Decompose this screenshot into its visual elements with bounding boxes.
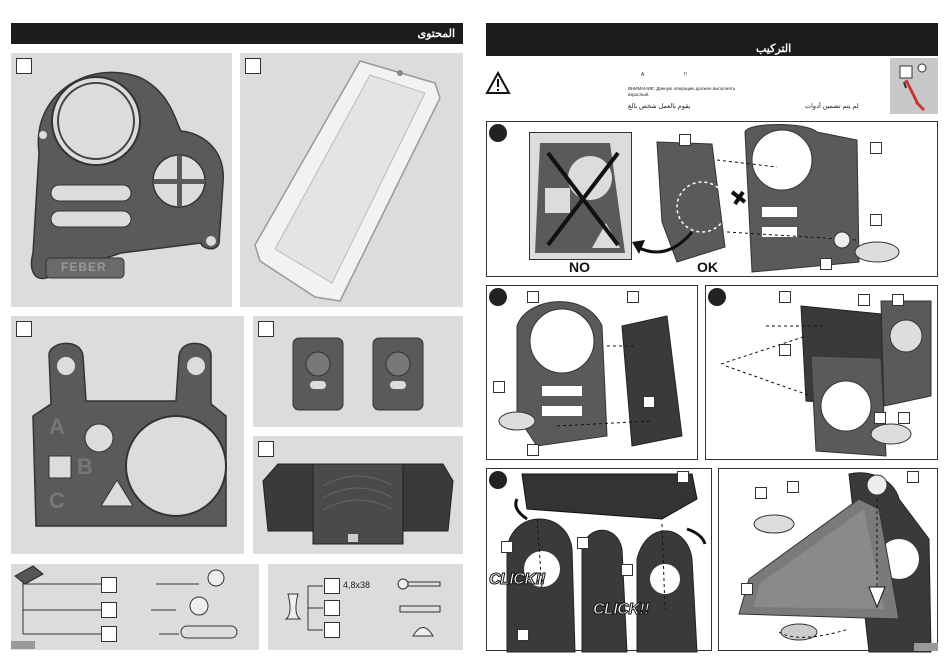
part-panel-slide <box>240 53 463 307</box>
logo-plate-text: FEBER <box>61 260 107 274</box>
abc-letter-c: C <box>49 488 65 514</box>
click-label-2: CLICK!! <box>593 601 649 619</box>
step-4-frame: CLICK!! CLICK!! <box>486 468 712 651</box>
step-3-part-box <box>892 294 904 306</box>
part-panel-platform <box>253 436 463 554</box>
step-3-part-box <box>779 291 791 303</box>
screw-size-label: 4,8x38 <box>343 580 370 590</box>
warning-russian: ВНИМАНИЕ: Данную операцию должен выполня… <box>628 86 738 98</box>
step-2-part-box <box>493 381 505 393</box>
part-panel-abc-board: A B C <box>11 316 244 554</box>
abc-board-illustration <box>11 316 244 554</box>
screw-hardware-illustration <box>268 564 463 650</box>
step-2-part-box <box>643 396 655 408</box>
step-5-illustration <box>719 469 939 652</box>
step-4-part-box <box>577 537 589 549</box>
step-3-part-box <box>779 344 791 356</box>
warning-small-a: A <box>641 72 644 78</box>
hardware-box-cap-nut <box>324 622 340 638</box>
hardware-panel-screws: 4,8x38 <box>268 564 463 650</box>
right-header-title: التركيب <box>756 42 791 55</box>
step-5-part-box <box>755 487 767 499</box>
step-2-part-box <box>527 444 539 456</box>
tools-icon-box <box>890 58 938 114</box>
step-3-part-box <box>898 412 910 424</box>
step-1-part-box <box>820 258 832 270</box>
right-page-tab <box>914 643 938 651</box>
frame-part-illustration <box>11 53 232 307</box>
hardware-box-dowel <box>324 600 340 616</box>
warning-small-b: !! <box>684 72 687 78</box>
screwdriver-icon <box>890 58 938 114</box>
step-1-part-box <box>679 134 691 146</box>
click-label-1: CLICK!! <box>489 571 545 589</box>
warning-triangle-icon <box>486 72 510 94</box>
step-4-part-box <box>517 629 529 641</box>
warning-arabic-right: لم يتم تضمين أدوات <box>805 102 859 110</box>
left-header-bar: المحتوى <box>11 23 463 44</box>
hardware-tree-lines <box>11 564 259 650</box>
step-4-part-box <box>501 541 513 553</box>
step-1-part-box <box>870 142 882 154</box>
hardware-box-cap <box>101 602 117 618</box>
step-3-part-box <box>858 294 870 306</box>
part-panel-frame: FEBER <box>11 53 232 307</box>
step-5-part-box <box>787 481 799 493</box>
step-1-frame: NO OK <box>486 121 938 277</box>
step-4-illustration <box>487 469 713 652</box>
platform-part-illustration <box>253 436 463 554</box>
abc-letter-b: B <box>77 454 93 480</box>
step-5-frame <box>718 468 938 651</box>
hardware-box-screw-cap <box>101 577 117 593</box>
step-3-part-box <box>874 412 886 424</box>
step-3-frame <box>705 285 938 460</box>
step-5-part-box <box>907 471 919 483</box>
left-page-tab <box>11 641 35 649</box>
step-2-part-box <box>627 291 639 303</box>
step-2-frame <box>486 285 698 460</box>
left-header-title: المحتوى <box>418 27 455 40</box>
connector-parts-illustration <box>253 316 463 427</box>
slide-part-illustration <box>240 53 463 307</box>
warning-arabic-left: يقوم بالعمل شخص بالغ <box>628 102 690 110</box>
hardware-box-screw <box>324 578 340 594</box>
hardware-box-bolt <box>101 626 117 642</box>
step-4-part-box <box>621 564 633 576</box>
step-2-part-box <box>527 291 539 303</box>
step-1-part-box <box>870 214 882 226</box>
step-2-illustration <box>487 286 699 461</box>
hardware-panel-small <box>11 564 259 650</box>
step-5-part-box <box>741 583 753 595</box>
abc-letter-a: A <box>49 414 65 440</box>
step-4-part-box <box>677 471 689 483</box>
step-3-illustration <box>706 286 939 461</box>
part-panel-connectors <box>253 316 463 427</box>
right-header-bar: التركيب <box>486 23 938 56</box>
